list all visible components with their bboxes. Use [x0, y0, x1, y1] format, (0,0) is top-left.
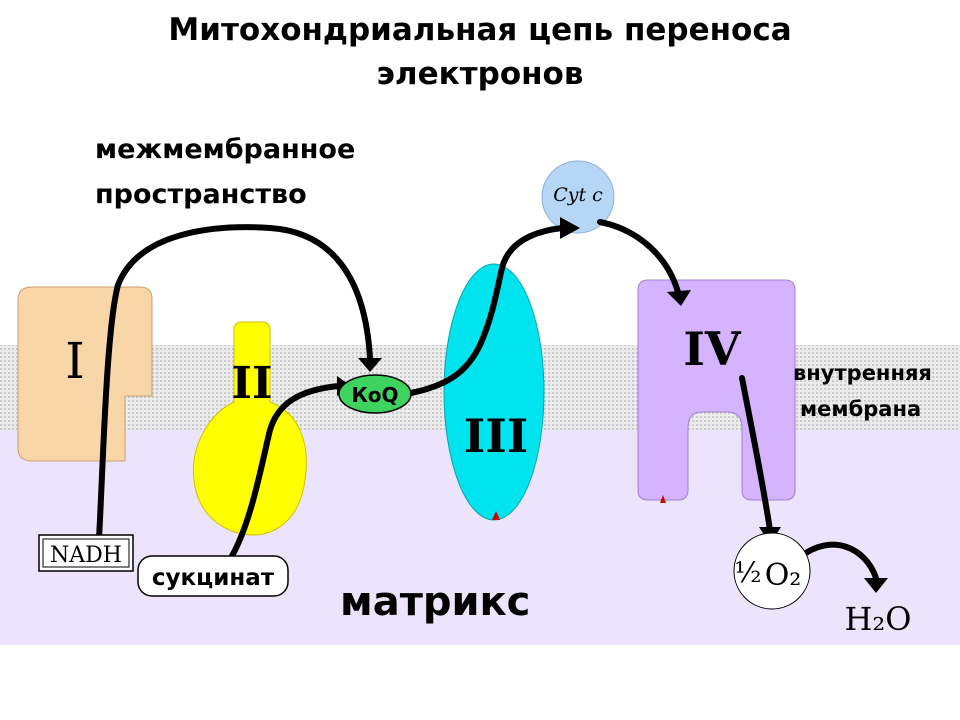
succinate-box [137, 555, 289, 597]
oxygen-half: ½ [734, 556, 761, 589]
arrow-oxygen-to-water [797, 541, 879, 581]
arrowhead-water [864, 578, 888, 593]
arrowhead-coq [358, 358, 382, 372]
inner-membrane-label-2: мембрана [800, 397, 921, 421]
arrowhead-iv [667, 290, 691, 306]
arrow-succinate-to-coq [229, 383, 341, 559]
intermembrane-label-2: пространство [95, 179, 307, 210]
complex-iii-label: III [464, 409, 529, 463]
matrix-label: матрикс [340, 579, 530, 625]
complex-iv-tip [660, 495, 666, 503]
arrow-iv-to-oxygen [739, 375, 773, 533]
cytc-shape [541, 160, 615, 234]
complex-iii-tip [492, 511, 500, 520]
complex-ii-label: II [231, 358, 272, 409]
oxygen-circle [733, 532, 811, 610]
succinate-label: сукцинат [152, 565, 275, 591]
cytc-label: Cyt c [553, 184, 603, 206]
coq-shape [338, 374, 412, 414]
nadh-box-inner [42, 538, 130, 568]
electron-flow-arrows [96, 219, 879, 581]
diagram-title: Митохондриальная цепь переноса электроно… [0, 8, 960, 96]
title-line-1: Митохондриальная цепь переноса [168, 12, 792, 48]
arrow-nadh-to-coq [96, 224, 373, 541]
arrowhead-cytc [560, 217, 580, 239]
arrow-coq-to-cytc [408, 225, 565, 396]
water-label: H₂O [845, 600, 912, 638]
oxygen-formula: O₂ [765, 558, 802, 593]
complex-iv-label: IV [683, 322, 742, 376]
intermembrane-label-1: межмембранное [95, 134, 355, 165]
title-line-2: электронов [376, 56, 584, 92]
nadh-box [38, 534, 134, 572]
inner-membrane-label-1: внутренняя [793, 361, 932, 385]
nadh-label: NADH [50, 543, 122, 568]
coq-label: КoQ [351, 383, 398, 407]
arrow-cytc-to-iv [597, 219, 681, 295]
complex-ii-shape [192, 321, 307, 536]
complex-i-label: I [65, 332, 85, 390]
complex-i-shape [17, 286, 153, 462]
